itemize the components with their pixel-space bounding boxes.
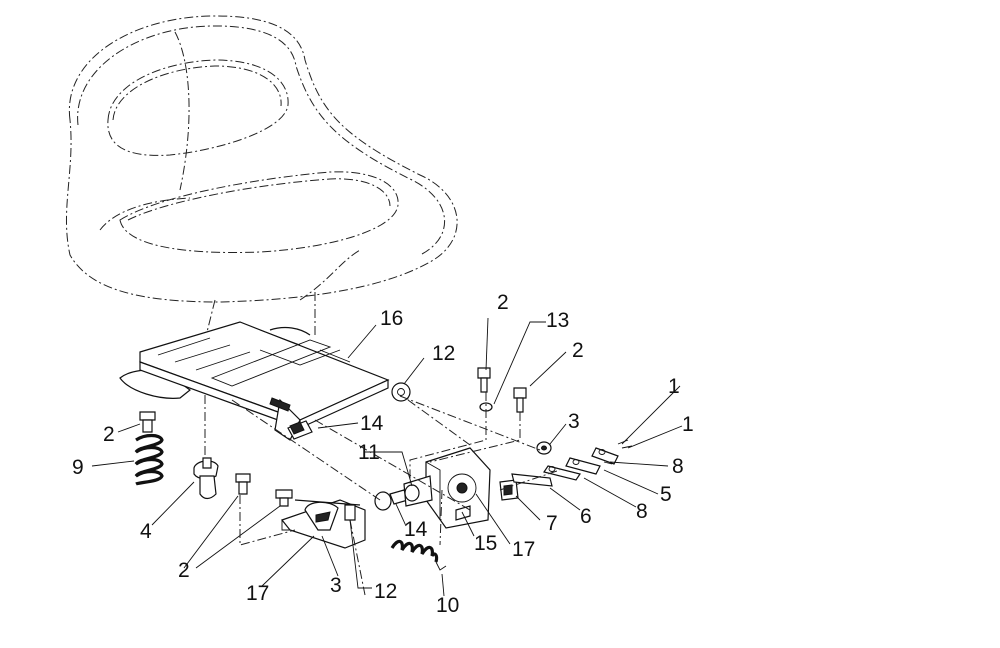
bolt-lower-left-a bbox=[235, 473, 251, 495]
nut-right bbox=[536, 441, 552, 455]
lever bbox=[511, 473, 553, 487]
callout-13: 13 bbox=[546, 309, 569, 332]
callout-7: 7 bbox=[546, 512, 558, 535]
extension-spring bbox=[390, 539, 447, 571]
callout-2-bottom: 2 bbox=[178, 559, 190, 582]
callout-3-right: 3 bbox=[568, 410, 580, 433]
callout-1-a: 1 bbox=[668, 375, 680, 398]
callout-2-left: 2 bbox=[103, 423, 115, 446]
bolt-left-upper bbox=[139, 411, 156, 433]
seat-cushion bbox=[65, 15, 458, 341]
callout-labels: 1 1 2 2 2 2 2 3 3 4 5 6 7 8 8 9 10 11 12… bbox=[72, 291, 694, 617]
link-plate-upper bbox=[565, 457, 601, 475]
callout-8-lower: 8 bbox=[636, 500, 648, 523]
callout-14-lower: 14 bbox=[404, 518, 428, 541]
callout-17-bottom: 17 bbox=[246, 582, 269, 605]
callout-16: 16 bbox=[380, 307, 403, 330]
coil-spring bbox=[134, 433, 164, 486]
latch bbox=[499, 479, 519, 501]
link-plate-lower bbox=[543, 465, 581, 481]
lower-bracket bbox=[280, 499, 366, 549]
callout-8-upper: 8 bbox=[672, 455, 684, 478]
callout-6: 6 bbox=[580, 505, 592, 528]
callout-11: 11 bbox=[358, 441, 380, 464]
washer-lower bbox=[374, 491, 392, 511]
callout-17-right: 17 bbox=[512, 538, 535, 561]
callout-12-upper: 12 bbox=[432, 342, 455, 365]
washer-upper bbox=[391, 382, 411, 402]
link-plate-top bbox=[591, 447, 619, 465]
bolt-top bbox=[477, 367, 491, 393]
callout-9: 9 bbox=[72, 456, 84, 479]
callout-1-b: 1 bbox=[682, 413, 694, 436]
bolt-upper bbox=[287, 420, 313, 440]
pivot-bracket bbox=[403, 447, 491, 529]
callout-2-right: 2 bbox=[572, 339, 584, 362]
callout-3-bottom: 3 bbox=[330, 574, 342, 597]
leader-lines bbox=[91, 317, 683, 597]
callout-5: 5 bbox=[660, 483, 672, 506]
callout-12-lower: 12 bbox=[374, 580, 397, 603]
callout-15: 15 bbox=[474, 532, 497, 555]
assembly-centerlines bbox=[204, 392, 561, 596]
callout-4: 4 bbox=[140, 520, 152, 543]
seat-pan bbox=[119, 321, 390, 441]
bolt-lower-left-b bbox=[275, 489, 293, 507]
callout-2-top: 2 bbox=[497, 291, 509, 314]
rubber-bumper bbox=[193, 457, 219, 500]
callout-10: 10 bbox=[436, 594, 459, 617]
callout-14-upper: 14 bbox=[360, 412, 384, 435]
clip-pins bbox=[603, 439, 633, 465]
bolt-top-right bbox=[513, 387, 527, 413]
